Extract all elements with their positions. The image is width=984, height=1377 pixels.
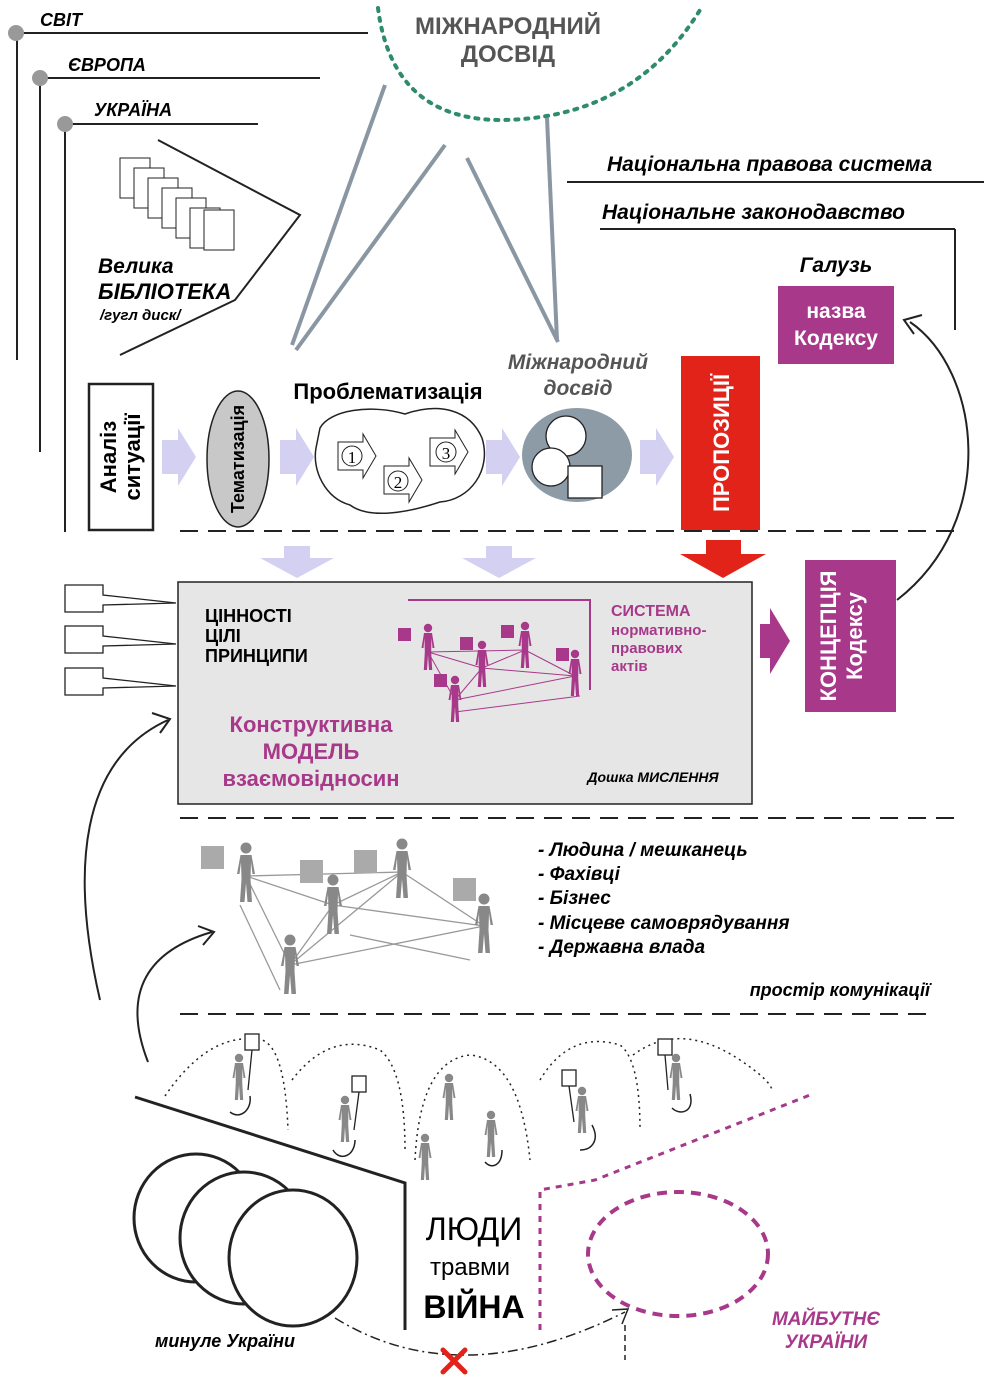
intl-exp-line2: досвід (544, 377, 613, 400)
flow-arrows (162, 428, 674, 486)
future-line1: МАЙБУТНЄ (772, 1308, 880, 1330)
national-legal-system: Національна правова система (607, 153, 932, 176)
propositions-label: ПРОПОЗИЦІЇ (709, 373, 734, 512)
traumas-label: травми (430, 1254, 510, 1281)
step-badges (341, 441, 457, 492)
board-values: ЦІННОСТІ (205, 606, 292, 626)
intl-dome (376, 6, 702, 123)
code-name-box (778, 286, 894, 364)
side-flags (64, 584, 177, 696)
board-to-concept-arrow (760, 608, 790, 674)
analysis-line1: Аналіз (96, 421, 121, 493)
system-bracket (408, 599, 591, 690)
concept-line2: Кодексу (842, 591, 867, 680)
step-3: 3 (442, 444, 451, 463)
future-line2: УКРАЇНИ (785, 1332, 868, 1353)
stakeholder-5: - Державна влада (538, 937, 705, 958)
intl-title-line1: МІЖНАРОДНИЙ (415, 12, 601, 40)
stakeholder-1: - Людина / мешканець (538, 840, 748, 861)
system-line4: актів (611, 658, 648, 675)
model-line2: МОДЕЛЬ (263, 739, 360, 764)
bottom-signs (244, 1033, 673, 1131)
concept-line1: КОНЦЕПЦІЯ (816, 571, 841, 702)
concept-box (805, 560, 896, 712)
board-network (398, 621, 582, 722)
past-label: минуле України (155, 1331, 295, 1351)
intl-exp-line1: Міжнародний (508, 351, 648, 374)
system-line2: нормативно- (611, 622, 706, 639)
communication-network (201, 838, 493, 994)
intl-title-line2: ДОСВІД (461, 41, 555, 68)
concept-to-code-arrowhead (902, 314, 923, 335)
system-line3: правових (611, 640, 683, 657)
board-label: Дошка МИСЛЕННЯ (586, 769, 719, 785)
analysis-line2: ситуації (120, 413, 145, 501)
future-circle (586, 1190, 770, 1318)
down-arrow-2 (462, 546, 536, 578)
level-ukraine: УКРАЇНА (94, 100, 172, 120)
hierarchy-lines (16, 32, 368, 532)
stakeholder-3: - Бізнес (538, 888, 611, 909)
thinking-board (177, 581, 753, 805)
comm-to-board-arrowhead (151, 712, 172, 734)
national-legislation: Національне законодавство (602, 201, 905, 224)
model-line3: взаємовідносин (222, 766, 399, 791)
intl-circle-b (531, 447, 571, 487)
model-line1: Конструктивна (230, 712, 394, 737)
concept-to-code-arc (896, 321, 970, 601)
europe-dot (32, 70, 48, 86)
level-world: СВІТ (40, 10, 84, 30)
propositions-box (681, 356, 760, 530)
board-principles: ПРИНЦИПИ (205, 646, 308, 666)
ukraine-dot (57, 116, 73, 132)
past-circle-3 (227, 1188, 359, 1328)
intl-square (567, 465, 603, 499)
past-to-future-path (334, 1311, 626, 1356)
communication-space-label: простір комунікації (750, 980, 932, 1000)
bottom-to-comm-arrowhead (197, 925, 216, 946)
bottom-people (232, 1053, 683, 1180)
problematization-cloud (314, 407, 486, 515)
people-label: ЛЮДИ (426, 1211, 523, 1247)
branch-label: Галузь (800, 254, 872, 277)
problematization-label: Проблематизація (293, 379, 482, 404)
world-dot (8, 25, 24, 41)
past-to-future-arrowhead (611, 1308, 630, 1325)
board-goals: ЦІЛІ (205, 626, 241, 646)
stakeholder-2: - Фахівці (538, 864, 621, 885)
intl-rays (290, 84, 560, 352)
library-funnel (119, 139, 302, 356)
library-line3: /гугл диск/ (99, 307, 182, 324)
step-1: 1 (348, 448, 357, 467)
blocked-x-icon (440, 1347, 468, 1375)
national-lines (567, 181, 984, 330)
bottom-to-comm-arc (136, 931, 213, 1063)
library-line2: БІБЛІОТЕКА (98, 279, 231, 304)
down-arrow-3 (680, 540, 766, 578)
step-2: 2 (394, 473, 403, 492)
analysis-box (87, 382, 155, 532)
thematization-ellipse (206, 390, 270, 528)
bottom-turn-arrows (229, 1093, 692, 1167)
people-domes (164, 1038, 773, 1161)
library-line1: Велика (98, 255, 174, 278)
comm-to-board-arc (83, 719, 169, 1001)
stakeholder-4: - Місцеве самоврядування (538, 913, 790, 934)
code-name-line1: назва (806, 300, 866, 323)
code-name-line2: Кодексу (794, 327, 878, 350)
down-arrow-1 (260, 546, 334, 578)
thematization-label: Тематизація (228, 405, 248, 513)
war-label: ВІЙНА (423, 1289, 524, 1325)
past-wall (134, 1095, 407, 1330)
level-europe: ЄВРОПА (68, 55, 146, 75)
system-line1: СИСТЕМА (611, 603, 691, 620)
